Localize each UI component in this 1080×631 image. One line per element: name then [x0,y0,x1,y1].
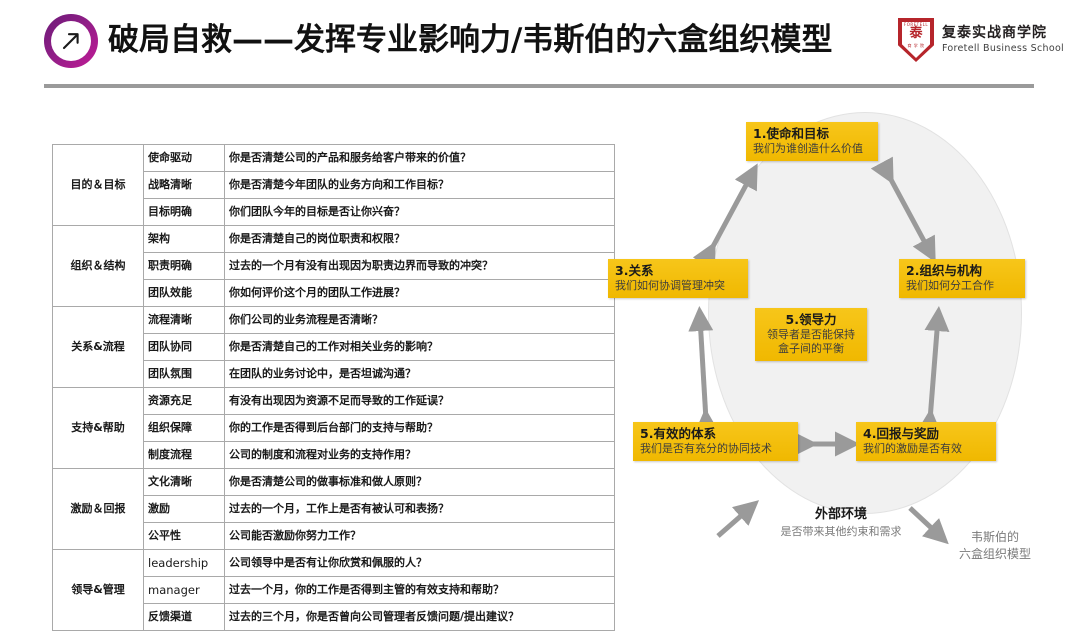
logo-name-en: Foretell Business School [942,43,1064,54]
shield-icon: FORETELL 泰 商 学 院 [898,18,934,62]
table-category-cell: 领导&管理 [52,549,144,631]
caption-line-2: 六盒组织模型 [958,547,1031,561]
table-question-cell: 公司领导中是否有让你欣赏和佩服的人？ [224,549,615,577]
table-subcategory-cell: 目标明确 [143,198,225,226]
table-row: 关系&流程流程清晰你们公司的业务流程是否清晰？ [52,306,615,388]
box-4-subtitle: 我们的激励是否有效 [863,442,962,455]
table-subcategory-cell: 文化清晰 [143,468,225,496]
table-subcategory-cell: 公平性 [143,522,225,550]
shield-bottom-text: 商 学 院 [907,43,925,48]
table-question-cell: 过去的三个月，你是否曾向公司管理者反馈问题/提出建议？ [224,603,615,631]
box-2-subtitle: 我们如何分工合作 [906,279,994,292]
table-row: 组织保障你的工作是否得到后台部门的支持与帮助？ [53,414,615,442]
box-3-title: 3.关系 [615,263,654,278]
table-subcategory-cell: 职责明确 [143,252,225,280]
table-category-cell: 组织＆结构 [52,225,144,307]
box-3-subtitle: 我们如何协调管理冲突 [615,279,725,292]
diagram-box-2: 2.组织与机构 我们如何分工合作 [899,259,1025,298]
table-question-cell: 有没有出现因为资源不足而导致的工作延误？ [224,387,615,415]
slide-header: 破局自救——发挥专业影响力/韦斯伯的六盒组织模型 FORETELL 泰 商 学 … [0,0,1080,96]
box-1-title: 1.使命和目标 [753,126,829,141]
table-body: 目的＆目标使命驱动你是否清楚公司的产品和服务给客户带来的价值？战略清晰你是否清楚… [52,144,615,631]
box-2-title: 2.组织与机构 [906,263,982,278]
table-question-cell: 公司的制度和流程对业务的支持作用？ [224,441,615,469]
table-row: 职责明确过去的一个月有没有出现因为职责边界而导致的冲突？ [53,252,615,280]
table-question-cell: 你们公司的业务流程是否清晰？ [224,306,615,334]
table-question-cell: 你如何评价这个月的团队工作进展？ [224,279,615,307]
diagram-box-5: 5.领导力 领导者是否能保持 盒子间的平衡 [755,308,867,361]
table-row: 目标明确你们团队今年的目标是否让你兴奋？ [53,198,615,226]
six-box-diagram: 1.使命和目标 我们为谁创造什么价值 2.组织与机构 我们如何分工合作 3.关系… [600,104,1070,604]
environment-title: 外部环境 [814,507,867,522]
diagnostic-table-wrapper: 目的＆目标使命驱动你是否清楚公司的产品和服务给客户带来的价值？战略清晰你是否清楚… [52,144,615,631]
table-subcategory-cell: 战略清晰 [143,171,225,199]
environment-subtitle: 是否带来其他约束和需求 [780,525,902,538]
diagram-box-1: 1.使命和目标 我们为谁创造什么价值 [746,122,878,161]
table-row: 支持&帮助资源充足有没有出现因为资源不足而导致的工作延误？ [52,387,615,469]
header-divider [44,84,1034,88]
table-subcategory-cell: 团队协同 [143,333,225,361]
table-subcategory-cell: 团队效能 [143,279,225,307]
table-subcategory-cell: 组织保障 [143,414,225,442]
table-subcategory-cell: 激励 [143,495,225,523]
caption-line-1: 韦斯伯的 [970,530,1019,544]
table-subcategory-cell: 制度流程 [143,441,225,469]
table-row: 战略清晰你是否清楚今年团队的业务方向和工作目标？ [53,171,615,199]
table-row: 目的＆目标使命驱动你是否清楚公司的产品和服务给客户带来的价值？ [52,144,615,226]
table-question-cell: 你是否清楚今年团队的业务方向和工作目标？ [224,171,615,199]
table-question-cell: 你是否清楚公司的产品和服务给客户带来的价值？ [224,144,615,172]
diagnostic-table: 目的＆目标使命驱动你是否清楚公司的产品和服务给客户带来的价值？战略清晰你是否清楚… [52,144,615,631]
diagram-box-4: 4.回报与奖励 我们的激励是否有效 [856,422,996,461]
diagram-caption: 韦斯伯的 六盒组织模型 [930,529,1060,563]
shield-top-text: FORETELL [903,22,929,27]
school-logo: FORETELL 泰 商 学 院 复泰实战商学院 Foretell Busine… [898,18,1064,62]
table-question-cell: 你是否清楚自己的工作对相关业务的影响？ [224,333,615,361]
table-category-cell: 目的＆目标 [52,144,144,226]
table-subcategory-cell: 反馈渠道 [143,603,225,631]
page-title: 破局自救——发挥专业影响力/韦斯伯的六盒组织模型 [108,22,833,58]
table-question-cell: 你是否清楚公司的做事标准和做人原则？ [224,468,615,496]
box-5-title: 5.领导力 [785,312,837,327]
table-row: 组织＆结构架构你是否清楚自己的岗位职责和权限？ [52,225,615,307]
table-subcategory-cell: leadership [143,549,225,577]
diagram-arrows [688,156,950,545]
box-6-subtitle: 我们是否有充分的协同技术 [640,442,772,455]
table-question-cell: 公司能否激励你努力工作？ [224,522,615,550]
table-row: 团队效能你如何评价这个月的团队工作进展？ [53,279,615,307]
table-category-cell: 关系&流程 [52,306,144,388]
table-question-cell: 过去的一个月，工作上是否有被认可和表扬？ [224,495,615,523]
table-category-cell: 激励＆回报 [52,468,144,550]
table-row: 制度流程公司的制度和流程对业务的支持作用？ [53,441,615,469]
table-subcategory-cell: 使命驱动 [143,144,225,172]
box-6-title: 5.有效的体系 [640,426,716,441]
arrow-up-right-icon [51,21,91,61]
external-environment-label: 外部环境 是否带来其他约束和需求 [756,506,926,539]
arrow-badge [44,14,98,68]
table-row: 团队协同你是否清楚自己的工作对相关业务的影响？ [53,333,615,361]
table-subcategory-cell: 架构 [143,225,225,253]
logo-name-cn: 复泰实战商学院 [942,25,1047,41]
table-question-cell: 在团队的业务讨论中，是否坦诚沟通？ [224,360,615,388]
table-subcategory-cell: 资源充足 [143,387,225,415]
table-question-cell: 你是否清楚自己的岗位职责和权限？ [224,225,615,253]
table-question-cell: 过去一个月，你的工作是否得到主管的有效支持和帮助？ [224,576,615,604]
box-1-subtitle: 我们为谁创造什么价值 [753,142,863,155]
diagram-box-6: 5.有效的体系 我们是否有充分的协同技术 [633,422,798,461]
shield-char: 泰 [909,26,923,41]
table-subcategory-cell: 流程清晰 [143,306,225,334]
table-row: 激励＆回报文化清晰你是否清楚公司的做事标准和做人原则？ [52,468,615,550]
table-subcategory-cell: 团队氛围 [143,360,225,388]
table-category-cell: 支持&帮助 [52,387,144,469]
box-4-title: 4.回报与奖励 [863,426,939,441]
table-question-cell: 你的工作是否得到后台部门的支持与帮助？ [224,414,615,442]
table-question-cell: 过去的一个月有没有出现因为职责边界而导致的冲突？ [224,252,615,280]
box-5-subtitle: 领导者是否能保持 [767,328,855,341]
diagram-box-3: 3.关系 我们如何协调管理冲突 [608,259,748,298]
box-5-subtitle-2: 盒子间的平衡 [778,342,844,355]
table-subcategory-cell: manager [143,576,225,604]
table-question-cell: 你们团队今年的目标是否让你兴奋？ [224,198,615,226]
table-row: 团队氛围在团队的业务讨论中，是否坦诚沟通？ [53,360,615,388]
